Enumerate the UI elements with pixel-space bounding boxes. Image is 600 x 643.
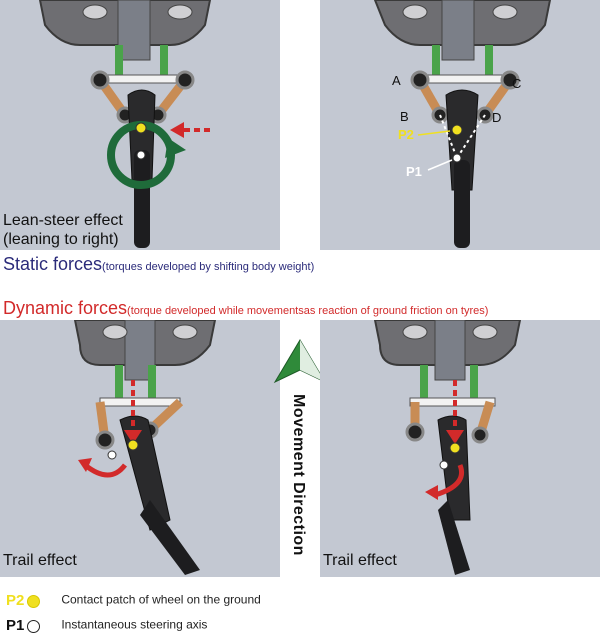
bike-illustration: [373, 320, 522, 575]
caption-leaning-right: (leaning to right): [3, 231, 119, 248]
hollow-dot-icon: [27, 619, 41, 633]
panel-labeled-geometry: A C B D P2 P1: [320, 0, 600, 250]
legend-item-p2: P2 Contact patch of wheel on the ground: [6, 592, 261, 609]
static-forces-heading: Static forces(torques developed by shift…: [3, 254, 315, 274]
label-b: B: [400, 109, 409, 124]
legend-item-p1: P1 Instantaneous steering axis: [6, 617, 208, 634]
p1-dot: [452, 153, 462, 163]
p2-dot: [135, 122, 147, 134]
label-a: A: [392, 73, 401, 88]
label-c: C: [512, 76, 522, 91]
caption-lean-steer: Lean-steer effect: [3, 212, 123, 229]
yellow-dot-icon: [27, 594, 41, 608]
p1-dot: [136, 150, 146, 160]
caption-trail-effect-right: Trail effect: [323, 552, 397, 569]
up-arrow-icon: [273, 339, 327, 384]
caption-trail-effect-left: Trail effect: [3, 552, 77, 569]
panel-lean-steer: Lean-steer effect (leaning to right): [0, 0, 280, 250]
bike-illustration: [373, 0, 552, 248]
p2-dot: [451, 124, 463, 136]
label-p2: P2: [398, 127, 414, 142]
label-p1: P1: [406, 164, 422, 179]
bike-illustration: [38, 0, 212, 248]
panel-trail-left: Trail effect: [0, 320, 280, 577]
bike-illustration: [73, 320, 217, 575]
label-d: D: [492, 110, 502, 125]
dynamic-forces-heading: Dynamic forces(torque developed while mo…: [3, 298, 489, 318]
panel-trail-right: Trail effect: [320, 320, 600, 577]
movement-direction-label: Movement Direction: [290, 394, 307, 556]
